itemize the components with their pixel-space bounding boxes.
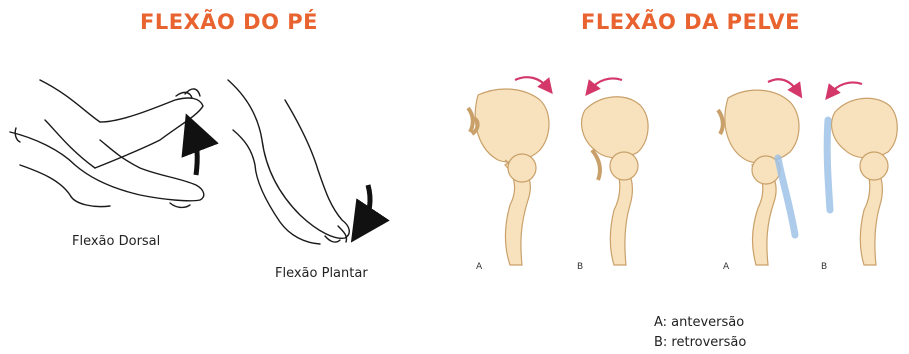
- pelvis-panel-b2: [827, 82, 897, 265]
- panel-letter: A: [476, 262, 482, 272]
- arrow-up-icon: [193, 132, 197, 175]
- legend-retroversion: B: retroversão: [654, 333, 746, 353]
- panel-letter: A: [723, 262, 729, 272]
- pelvis-panel-a1: [468, 77, 549, 265]
- water-spill: [827, 120, 830, 210]
- legend-anteversion: A: anteversão: [654, 313, 746, 333]
- panel-letter: B: [577, 262, 583, 272]
- panel-letter: B: [821, 262, 827, 272]
- dorsal-flexion-label: Flexão Dorsal: [72, 234, 160, 249]
- water-spill: [778, 158, 795, 235]
- pelvis-legend: A: anteversão B: retroversão: [654, 313, 746, 353]
- plantar-flexion-label: Flexão Plantar: [275, 266, 368, 281]
- arrow-down-icon: [362, 185, 370, 226]
- foot-dorsal-drawing: [10, 80, 204, 207]
- pelvis-panel-a2: [718, 79, 799, 265]
- pelvis-panel-b1: [582, 78, 648, 265]
- foot-plantar-drawing: [228, 80, 349, 244]
